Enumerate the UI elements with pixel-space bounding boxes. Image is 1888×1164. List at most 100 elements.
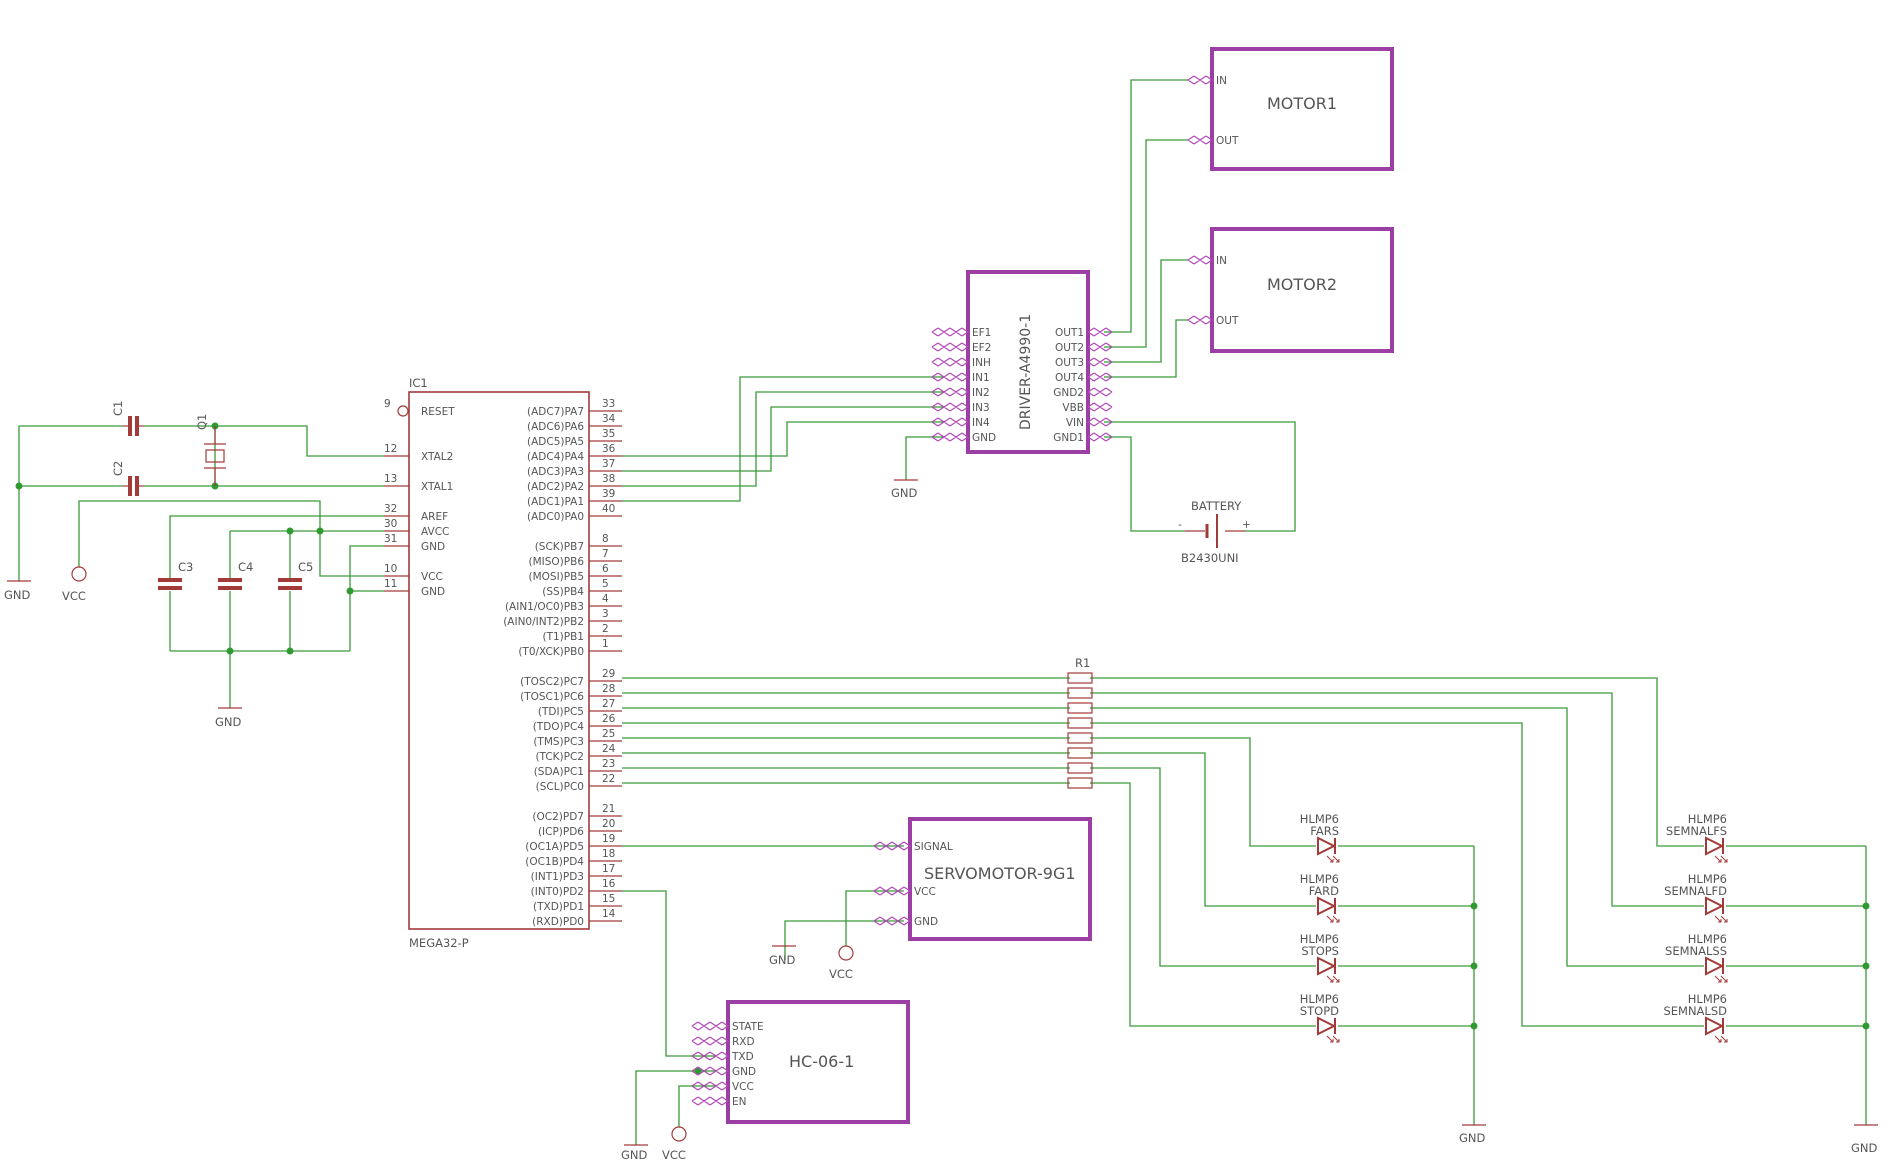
capacitor-c5: C5 [278,560,313,590]
light-emission-icon [1326,915,1340,923]
led-diode-icon [1317,1016,1337,1036]
resistor-body [1067,672,1093,684]
ic-pin-number: 7 [602,548,609,560]
ic-pin-number: 16 [602,878,616,890]
light-emission-icon [1714,975,1728,983]
ic-pin-name: (SCL)PC0 [536,781,584,793]
pin-arrow-icon [931,342,969,352]
junction-dot [316,527,324,535]
ic-pin-name: (RXD)PD0 [532,916,584,928]
ic-pin-name: (TMS)PC3 [533,736,584,748]
ic-pin-number: 34 [602,413,616,425]
ic-pin-name: (TOSC1)PC6 [520,691,584,703]
bluetooth-pin-label: GND [732,1066,756,1078]
servo-pin-label: SIGNAL [914,841,953,853]
resistor-body [1067,777,1093,789]
ic-pin-number: 33 [602,398,615,410]
ic-pin-number: 25 [602,728,615,740]
ic-pin-name: (ADC6)PA6 [527,421,584,433]
driver-pin-label: IN4 [972,417,990,429]
driver-pin-label: GND [972,432,996,444]
led-part-label: HLMP6 [1688,992,1727,1006]
led-name-label: STOPS [1301,944,1339,958]
junction-dot [1470,902,1478,910]
led-name-label: FARS [1310,824,1339,838]
pin-arrow-icon [1187,315,1213,325]
ic-left-pins: 9RESET12XTAL213XTAL132AREF30AVCC31GND10V… [384,398,455,598]
battery: BATTERY B2430UNI - + [1178,499,1251,565]
ic-pin-number: 40 [602,503,615,515]
ic-pin-name: (T0/XCK)PB0 [518,646,584,658]
driver-pin-label: IN3 [972,402,990,414]
vcc-label: VCC [662,1148,686,1162]
driver-pin-label: OUT3 [1055,357,1084,369]
ic-designator: IC1 [409,376,428,390]
ic-mega32[interactable]: IC1 MEGA32-P 9RESET12XTAL213XTAL132AREF3… [384,376,622,950]
junction-dot [694,1067,702,1075]
motor-driver[interactable]: DRIVER-A4990-1 EF1EF2INHIN1IN2IN3IN4GND … [931,270,1113,454]
ic-pin-name: (T1)PB1 [542,631,584,643]
ic-pin-number: 21 [602,803,615,815]
ic-pin-number: 13 [384,473,397,485]
servo-pin-label: VCC [914,886,936,898]
led-diode-icon [1317,956,1337,976]
ic-pin-number: 27 [602,698,615,710]
ic-pin-number: 24 [602,743,616,755]
bluetooth-title: HC-06-1 [789,1052,854,1071]
ic-pin-name: (ICP)PD6 [538,826,584,838]
pin-arrow-icon [873,841,911,851]
ic-pin-name: XTAL2 [421,451,453,463]
servo-pin-label: GND [914,916,938,928]
crystal-label: Q1 [195,414,209,430]
ic-pin-number: 31 [384,533,397,545]
ic-pin-name: (INT0)PD2 [531,886,584,898]
ic-pin-name: (TCK)PC2 [535,751,584,763]
capacitor-label: C4 [238,560,253,574]
pin-arrow-icon [1087,357,1113,367]
ic-pin-name: AREF [421,511,448,523]
light-emission-icon [1326,1035,1340,1043]
ic-pin-name: (OC1A)PD5 [525,841,584,853]
led-diode-icon [1705,956,1725,976]
ic-pin-number: 6 [602,563,609,575]
motor2[interactable]: MOTOR2 IN OUT [1187,227,1394,353]
ic-pin-number: 17 [602,863,615,875]
pin-arrow-icon [931,387,969,397]
resistor-body [1067,702,1093,714]
led-part-label: HLMP6 [1688,812,1727,826]
ic-pin-name: (TXD)PD1 [533,901,584,913]
driver-pin-label: GND2 [1053,387,1084,399]
ic-pin-name: (OC2)PD7 [532,811,584,823]
ic-pin-name: (ADC1)PA1 [527,496,584,508]
ic-pin-name: VCC [421,571,443,583]
vcc-symbol: VCC [662,1126,687,1162]
driver-pin-label: GND1 [1053,432,1084,444]
junction-dot [286,527,294,535]
pin-arrow-icon [931,357,969,367]
ic-pin-number: 2 [602,623,609,635]
junctions [15,422,1870,1075]
battery-plus-label: + [1242,519,1251,531]
resistor-network-r1: R1 [1067,656,1093,789]
ic-pin-name: (SDA)PC1 [534,766,584,778]
pin-arrow-icon [1087,327,1113,337]
light-emission-icon [1326,975,1340,983]
pin-arrow-icon [931,432,969,442]
ic-pin-name: (AIN1/OC0)PB3 [505,601,584,613]
ic-pin-name: (ADC3)PA3 [527,466,584,478]
motor-pin-label: OUT [1216,315,1239,327]
pin-arrow-icon [691,1066,729,1076]
ic-pin-name: (TDI)PC5 [538,706,584,718]
junction-dot [15,482,23,490]
motor1[interactable]: MOTOR1 IN OUT [1187,47,1394,171]
led-part-label: HLMP6 [1688,932,1727,946]
led-name-label: FARD [1309,884,1339,898]
ic-pin-name: RESET [421,406,455,418]
